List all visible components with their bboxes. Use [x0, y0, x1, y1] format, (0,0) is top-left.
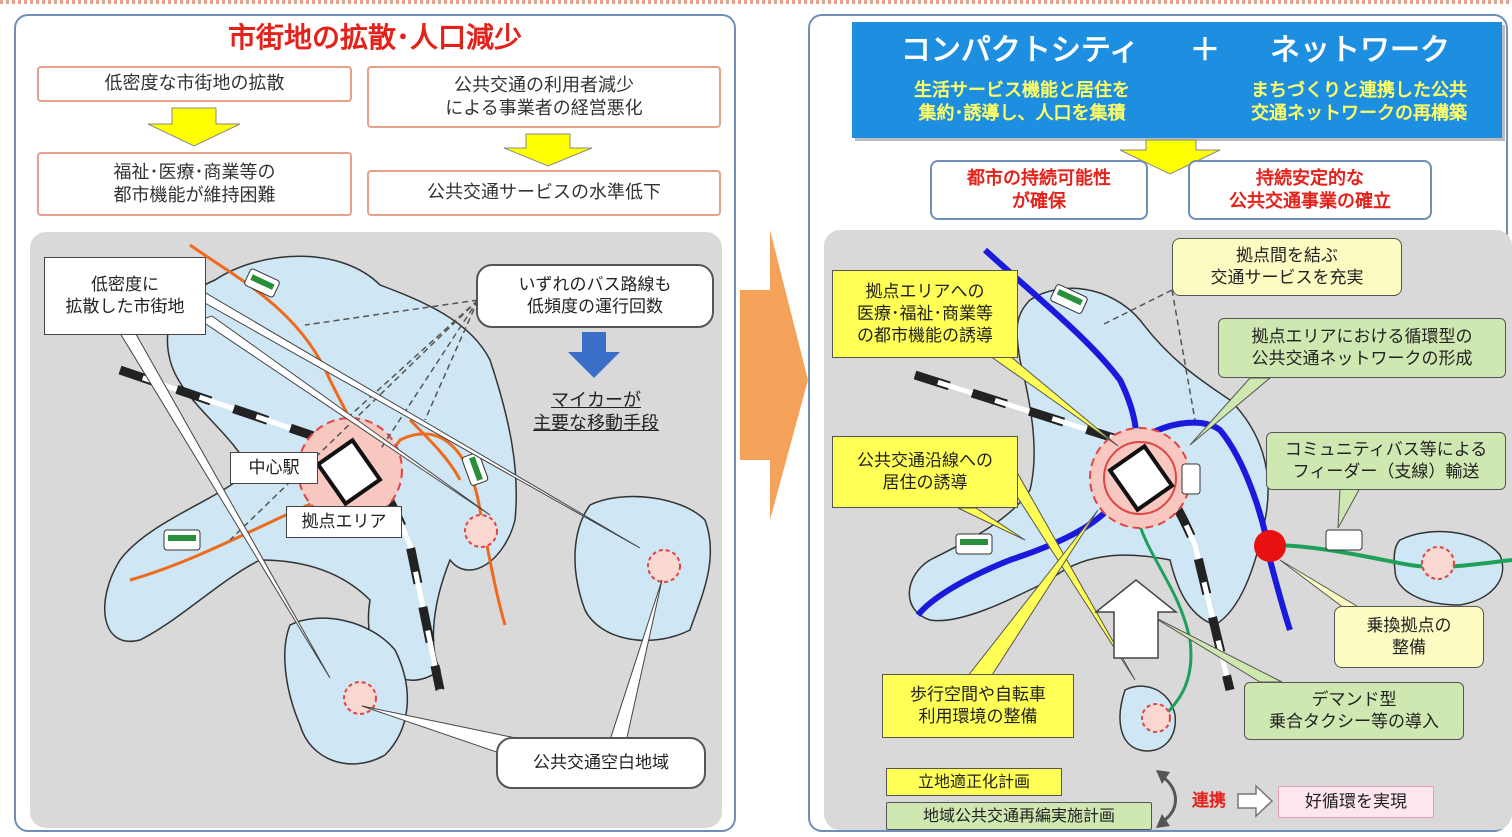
- sprawl-area-east: [574, 495, 712, 642]
- hollow-right-arrow: [1237, 784, 1274, 818]
- blue-down-arrow: [568, 332, 620, 378]
- label-cooperation: 連携: [1192, 790, 1226, 811]
- plan-location: 立地適正化計画: [886, 768, 1062, 796]
- curved-double-arrow: [1161, 774, 1177, 824]
- bus-icon-1: [244, 268, 280, 298]
- box-service-decline: 公共交通サービスの水準低下: [367, 170, 721, 216]
- label-bus-routes: いずれのバス路線も 低頻度の運行回数: [476, 264, 714, 328]
- label-urban-func: 拠点エリアへの 医療･福祉･商業等 の都市機能の誘導: [832, 270, 1018, 358]
- bus-icon-3: [163, 529, 201, 551]
- feeder-line-east: [1269, 543, 1512, 570]
- central-station-icon: [315, 437, 383, 507]
- goal-stable-transport: 持続安定的な 公共交通事業の確立: [1188, 160, 1432, 220]
- sub-hub-2: [647, 549, 681, 583]
- label-transfer: 乗換拠点の 整備: [1334, 606, 1484, 668]
- label-transport-link: 拠点間を結ぶ 交通サービスを充実: [1172, 238, 1402, 296]
- bus-icon-r4: [1325, 529, 1363, 551]
- label-demand: デマンド型 乗合タクシー等の導入: [1244, 682, 1464, 740]
- bus-network-2: [1138, 419, 1293, 631]
- sub-hub-1: [464, 514, 498, 548]
- label-low-density: 低密度に 拡散した市街地: [44, 257, 206, 335]
- box-ridership: 公共交通の利用者減少 による事業者の経営悪化: [367, 66, 721, 128]
- white-up-arrow: [1093, 579, 1179, 659]
- bus-icon-r3: [955, 533, 993, 555]
- label-residence: 公共交通沿線への 居住の誘導: [832, 436, 1018, 508]
- header-plus: ＋: [1190, 32, 1220, 68]
- label-result: 好循環を実現: [1278, 786, 1434, 818]
- pointer-residence-1: [957, 507, 1026, 541]
- box-sprawl: 低密度な市街地の拡散: [37, 66, 352, 102]
- bus-route-3: [408, 418, 462, 481]
- left-title: 市街地の拡散･人口減少: [227, 20, 522, 54]
- central-station-icon-right: [1107, 443, 1175, 513]
- bus-icon-r1: [1050, 284, 1088, 314]
- sub-hub-south: [1141, 703, 1171, 733]
- bus-icon-2: [461, 452, 489, 486]
- label-walking: 歩行空間や自転車 利用環境の整備: [882, 674, 1074, 738]
- label-blank-area: 公共交通空白地域: [496, 737, 706, 789]
- header-network-sub: まちづくりと連携した公共 交通ネットワークの再構築: [1251, 79, 1467, 124]
- compact-area-main: [908, 287, 1269, 626]
- label-mycar: マイカーが 主要な移動手段: [533, 389, 659, 434]
- header-banner: [852, 22, 1502, 138]
- header-compact-city: コンパクトシティ: [900, 32, 1140, 68]
- pointer-circular: [1189, 377, 1272, 446]
- sub-hub-east: [1421, 546, 1455, 580]
- sub-hub-3: [343, 681, 377, 715]
- top-dotted-line: [0, 0, 1512, 4]
- pointer-low-density-2: [198, 315, 491, 516]
- goal-sustainability: 都市の持続可能性 が確保: [930, 160, 1148, 220]
- hub-area-inner: [1103, 441, 1177, 515]
- bus-icon-r2: [1181, 463, 1201, 495]
- header-compact-sub: 生活サービス機能と居住を 集約･誘導し、人口を集積: [914, 79, 1130, 124]
- label-circular: 拠点エリアにおける循環型の 公共交通ネットワークの形成: [1218, 318, 1506, 378]
- plan-transport: 地域公共交通再編実施計画: [886, 802, 1152, 830]
- transfer-hub: [1254, 530, 1286, 562]
- header-network: ネットワーク: [1270, 32, 1450, 68]
- label-feeder: コミュニティバス等による フィーダー（支線）輸送: [1266, 432, 1506, 490]
- box-urban-functions: 福祉･医療･商業等の 都市機能が維持困難: [37, 152, 352, 216]
- orange-right-arrow: [740, 230, 808, 520]
- label-hub-area: 拠点エリア: [286, 506, 402, 538]
- label-central-station: 中心駅: [230, 452, 318, 484]
